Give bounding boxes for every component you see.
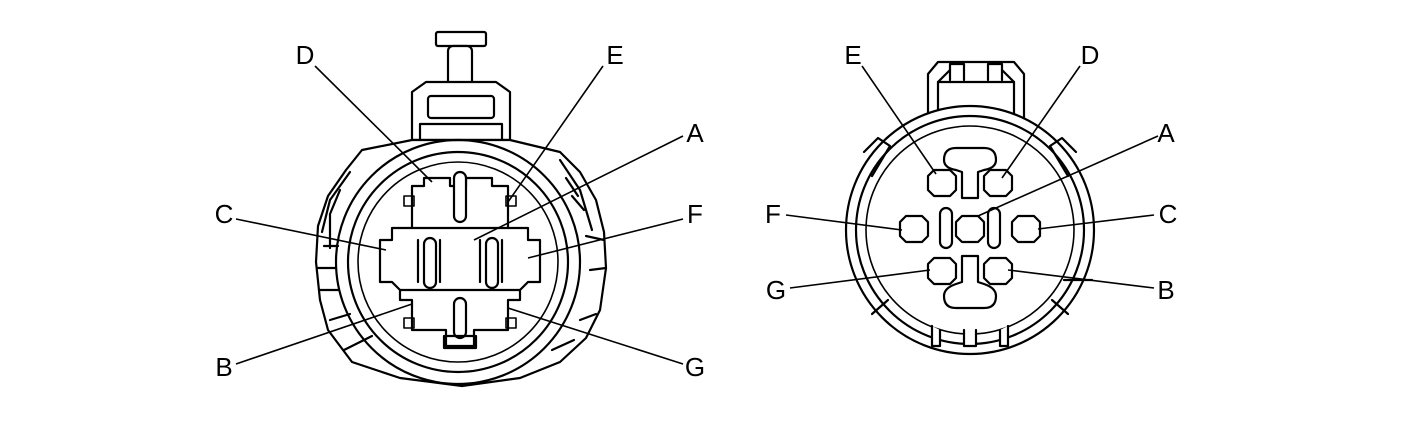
left-connector <box>314 30 608 388</box>
right-connector <box>844 60 1096 356</box>
left-pin-labels: D E A C F B G <box>215 40 706 382</box>
right-cavity-c <box>1010 214 1042 244</box>
left-pin-label-f: F <box>687 199 703 229</box>
right-pin-label-e: E <box>844 40 861 70</box>
right-cavity-e <box>926 168 958 198</box>
right-pin-label-g: G <box>766 275 786 305</box>
right-cavity-d <box>982 168 1014 198</box>
right-pin-label-f: F <box>765 199 781 229</box>
right-cavity-f <box>898 214 930 244</box>
left-pin-label-g: G <box>685 352 705 382</box>
right-pin-label-d: D <box>1081 40 1100 70</box>
right-leader-lines <box>785 65 1159 289</box>
right-pin-label-b: B <box>1157 275 1174 305</box>
left-face-ring-outer <box>334 138 582 386</box>
right-pin-label-a: A <box>1157 118 1175 148</box>
right-center-divider <box>942 146 998 200</box>
left-leader-lines <box>235 65 684 365</box>
left-latch <box>410 30 512 142</box>
left-pin-label-d: D <box>296 40 315 70</box>
left-pin-label-b: B <box>215 352 232 382</box>
left-pin-label-a: A <box>686 118 704 148</box>
right-cavity-a <box>954 214 986 244</box>
right-cavity-b <box>982 256 1014 286</box>
left-pin-label-c: C <box>215 199 234 229</box>
right-cavity-g <box>926 256 958 286</box>
right-pin-labels: E D A F C G B <box>765 40 1177 305</box>
left-terminal-block <box>378 176 542 348</box>
left-face-ring-inner <box>346 150 570 374</box>
right-pin-cavities <box>898 168 1042 286</box>
right-pin-label-c: C <box>1159 199 1178 229</box>
left-pin-label-e: E <box>606 40 623 70</box>
